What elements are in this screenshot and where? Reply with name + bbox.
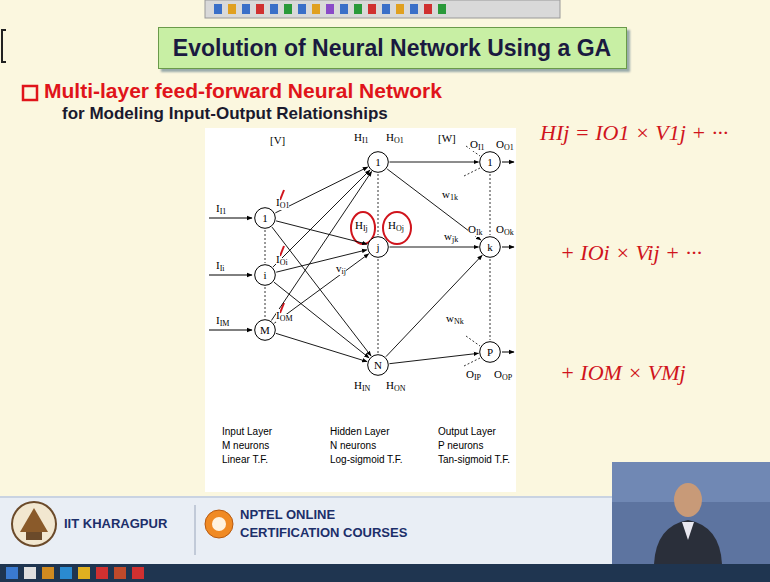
subscript: Ik <box>476 228 483 237</box>
neuron-circle: N <box>367 354 389 376</box>
layer-caption: Hidden Layer <box>330 426 389 438</box>
weight-connection <box>390 247 479 248</box>
symbol-label: H <box>386 379 394 392</box>
symbol-label: O <box>496 138 504 151</box>
slide-title: Evolution of Neural Network Using a GA <box>173 35 611 62</box>
course-banner: CERTIFICATION COURSES <box>240 526 407 541</box>
bullet-heading: Multi-layer feed-forward Neural Network <box>44 79 442 103</box>
neuron-index: k <box>479 236 501 258</box>
neuron-circle: P <box>479 341 501 363</box>
subscript: Oj <box>396 224 404 233</box>
handwritten-note: HIj = IO1 × V1j + ··· <box>540 120 728 145</box>
handwritten-note: + IOM × VMj <box>560 360 686 385</box>
subscript: O1 <box>394 136 404 145</box>
weight-connection <box>274 254 368 323</box>
symbol-label: H <box>354 379 362 392</box>
neuron-index: j <box>367 236 389 258</box>
symbol-label: O <box>466 368 474 381</box>
subscript: IN <box>362 384 370 393</box>
subscript: OM <box>280 314 293 323</box>
subscript: Oi <box>280 258 288 267</box>
weight-connection <box>276 221 367 244</box>
layer-caption: Log-sigmoid T.F. <box>330 454 403 466</box>
subscript: OP <box>502 373 512 382</box>
weight-connection <box>271 172 371 321</box>
subscript: ij <box>342 267 346 276</box>
symbol-label: O <box>468 223 476 236</box>
subscript: IP <box>474 373 481 382</box>
institute-name: IIT KHARAGPUR <box>64 517 167 532</box>
neuron-circle: 1 <box>479 151 501 173</box>
subscript: I1 <box>478 143 485 152</box>
symbol-label: H <box>354 131 362 144</box>
subscript: O1 <box>504 143 514 152</box>
symbol-label: [W] <box>438 132 456 145</box>
neuron-circle: j <box>367 236 389 258</box>
neuron-circle: k <box>479 236 501 258</box>
weight-connection <box>389 353 478 363</box>
layer-caption: P neurons <box>438 440 483 452</box>
symbol-label: H <box>388 219 396 232</box>
neuron-circle: M <box>254 319 276 341</box>
symbol-label: O <box>470 138 478 151</box>
layer-caption: Output Layer <box>438 426 496 438</box>
layer-caption: Input Layer <box>222 426 272 438</box>
weight-connection <box>390 162 479 163</box>
symbol-label: w <box>446 312 454 325</box>
neuron-index: 1 <box>254 207 276 229</box>
subscript: Ij <box>363 224 368 233</box>
subscript: IM <box>220 319 230 328</box>
neuron-circle: 1 <box>367 151 389 173</box>
layer-caption: Linear T.F. <box>222 454 268 466</box>
weight-connection <box>386 255 482 356</box>
neuron-index: P <box>479 341 501 363</box>
weight-connection <box>276 333 367 361</box>
neuron-circle: i <box>254 264 276 286</box>
subscript: 1k <box>450 193 458 202</box>
symbol-label: H <box>355 219 363 232</box>
subscript: Ii <box>220 264 225 273</box>
course-banner: NPTEL ONLINE <box>240 508 335 523</box>
subscript: jk <box>452 235 458 244</box>
neuron-index: 1 <box>479 151 501 173</box>
symbol-label: O <box>494 368 502 381</box>
subscript: I1 <box>220 207 227 216</box>
neuron-circle: 1 <box>254 207 276 229</box>
neuron-index: M <box>254 319 276 341</box>
handwritten-note: + IOi × Vij + ··· <box>560 240 702 265</box>
subscript: ON <box>394 384 406 393</box>
subscript: O1 <box>280 201 290 210</box>
symbol-label: w <box>444 230 452 243</box>
symbol-label: O <box>496 223 504 236</box>
weight-connection <box>275 167 367 213</box>
weight-connection <box>274 282 369 358</box>
layer-caption: M neurons <box>222 440 269 452</box>
neuron-index: N <box>367 354 389 376</box>
subscript: Ok <box>504 228 514 237</box>
symbol-label: H <box>386 131 394 144</box>
neuron-index: 1 <box>367 151 389 173</box>
weight-connection <box>387 169 481 240</box>
layer-caption: Tan-sigmoid T.F. <box>438 454 510 466</box>
subscript: I1 <box>362 136 369 145</box>
subscript: Nk <box>454 317 464 326</box>
symbol-label: [V] <box>270 134 285 147</box>
weight-connection <box>276 250 367 272</box>
symbol-label: w <box>442 188 450 201</box>
title-banner: Evolution of Neural Network Using a GA <box>158 27 627 69</box>
neuron-index: i <box>254 264 276 286</box>
layer-caption: N neurons <box>330 440 376 452</box>
bullet-subheading: for Modeling Input-Output Relationships <box>62 104 388 124</box>
